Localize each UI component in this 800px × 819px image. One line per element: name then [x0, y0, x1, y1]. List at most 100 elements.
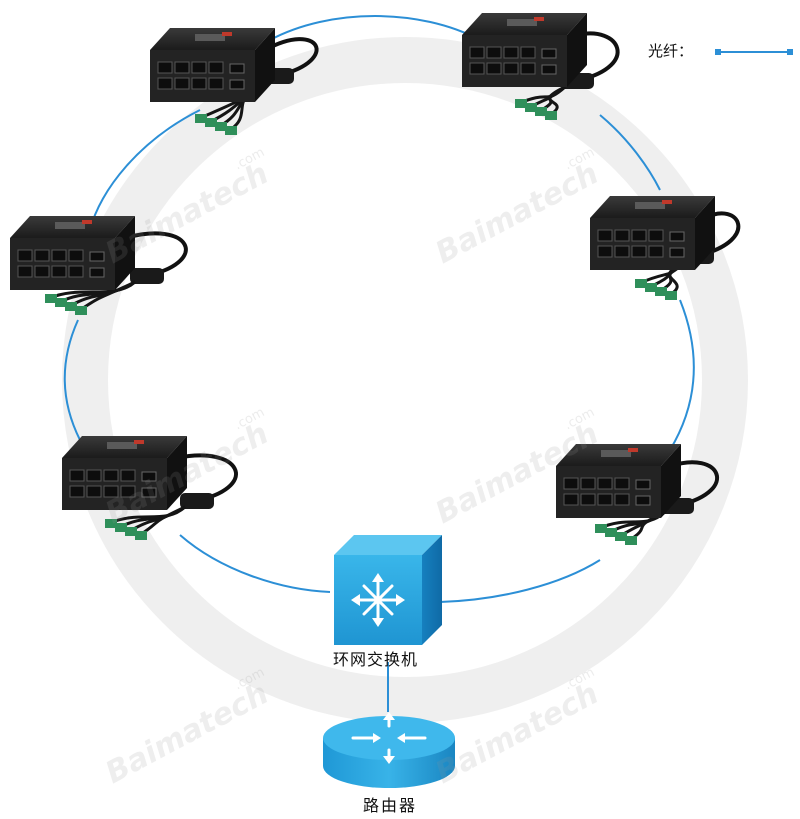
fiber-port: [141, 471, 157, 482]
ethernet-port: [597, 229, 613, 242]
cable-splitter: [130, 268, 164, 284]
ethernet-port: [69, 485, 85, 498]
terminal-connector: [215, 122, 227, 131]
background-ring: [62, 37, 748, 723]
ethernet-port: [174, 61, 190, 74]
terminal-connector: [125, 527, 137, 536]
power-cable: [264, 37, 319, 77]
fiber-port: [635, 495, 651, 506]
device-logo-plate: [635, 202, 665, 209]
device-front: [462, 35, 567, 87]
ethernet-port: [157, 77, 173, 90]
terminal-connector: [645, 283, 657, 292]
ethernet-port: [486, 46, 502, 59]
terminal-connector: [65, 302, 77, 311]
fiber-port: [541, 48, 557, 59]
ethernet-port: [648, 245, 664, 258]
ethernet-port: [17, 249, 33, 262]
ethernet-port: [597, 493, 613, 506]
ethernet-port: [208, 61, 224, 74]
ethernet-port: [469, 62, 485, 75]
device-brand-mark: [222, 32, 232, 36]
device-side: [567, 13, 587, 87]
terminal-connector: [615, 532, 627, 541]
ethernet-port: [86, 485, 102, 498]
device-top-left: [150, 28, 319, 135]
ring-switch-icon[interactable]: [334, 535, 442, 645]
power-cable: [699, 211, 741, 257]
router-icon[interactable]: [323, 712, 455, 788]
device-top-right: [462, 13, 620, 120]
power-cable: [576, 31, 620, 82]
ring-switch-label: 环网交换机: [333, 650, 419, 669]
device-side: [167, 436, 187, 510]
cable-splitter: [180, 493, 214, 509]
legend-line: [715, 49, 793, 55]
terminal-connector: [115, 523, 127, 532]
ethernet-port: [34, 249, 50, 262]
ethernet-port: [469, 46, 485, 59]
ethernet-port: [34, 265, 50, 278]
fiber-port: [669, 231, 685, 242]
ethernet-port: [191, 61, 207, 74]
ethernet-port: [86, 469, 102, 482]
device-front: [556, 466, 661, 518]
ethernet-port: [631, 229, 647, 242]
fiber-port: [541, 64, 557, 75]
ethernet-port: [563, 477, 579, 490]
ethernet-port: [520, 62, 536, 75]
terminal-connector: [545, 111, 557, 120]
terminal-connector: [525, 103, 537, 112]
ethernet-port: [563, 493, 579, 506]
fiber-segment-right: [669, 299, 695, 451]
terminal-connector: [55, 298, 67, 307]
ethernet-port: [120, 469, 136, 482]
ethernet-port: [69, 469, 85, 482]
ethernet-port: [597, 245, 613, 258]
ethernet-port: [68, 249, 84, 262]
fiber-port: [89, 251, 105, 262]
device-brand-mark: [82, 220, 92, 224]
device-side: [695, 196, 715, 270]
fiber-segment-upper-left: [89, 109, 201, 231]
device-low-right: [556, 444, 719, 545]
ethernet-port: [614, 493, 630, 506]
fiber-port: [141, 487, 157, 498]
ethernet-port: [597, 477, 613, 490]
ethernet-port: [120, 485, 136, 498]
device-side: [661, 444, 681, 518]
device-brand-mark: [662, 200, 672, 204]
ethernet-port: [103, 485, 119, 498]
ethernet-port: [51, 265, 67, 278]
ethernet-port: [51, 249, 67, 262]
terminal-connector: [45, 294, 57, 303]
device-front: [10, 238, 115, 290]
fiber-segment-upper-right: [599, 114, 661, 191]
fiber-port: [635, 479, 651, 490]
terminal-connector: [665, 291, 677, 300]
terminal-connector: [625, 536, 637, 545]
poe-cable: [139, 505, 186, 537]
fiber-port: [89, 267, 105, 278]
power-cable: [124, 231, 188, 277]
ethernet-port: [503, 46, 519, 59]
ethernet-port: [68, 265, 84, 278]
device-logo-plate: [195, 34, 225, 41]
terminal-connector: [225, 126, 237, 135]
power-cable: [176, 453, 238, 502]
device-low-left: [62, 436, 238, 540]
device-side: [255, 28, 275, 102]
fiber-segment-top: [269, 15, 481, 41]
terminal-connector: [515, 99, 527, 108]
ethernet-port: [580, 493, 596, 506]
terminal-connector: [75, 306, 87, 315]
ethernet-port: [648, 229, 664, 242]
poe-cable: [548, 85, 566, 117]
ethernet-port: [614, 229, 630, 242]
device-logo-plate: [507, 19, 537, 26]
device-logo-plate: [601, 450, 631, 457]
ethernet-port: [208, 77, 224, 90]
device-side: [115, 216, 135, 290]
ethernet-port: [17, 265, 33, 278]
